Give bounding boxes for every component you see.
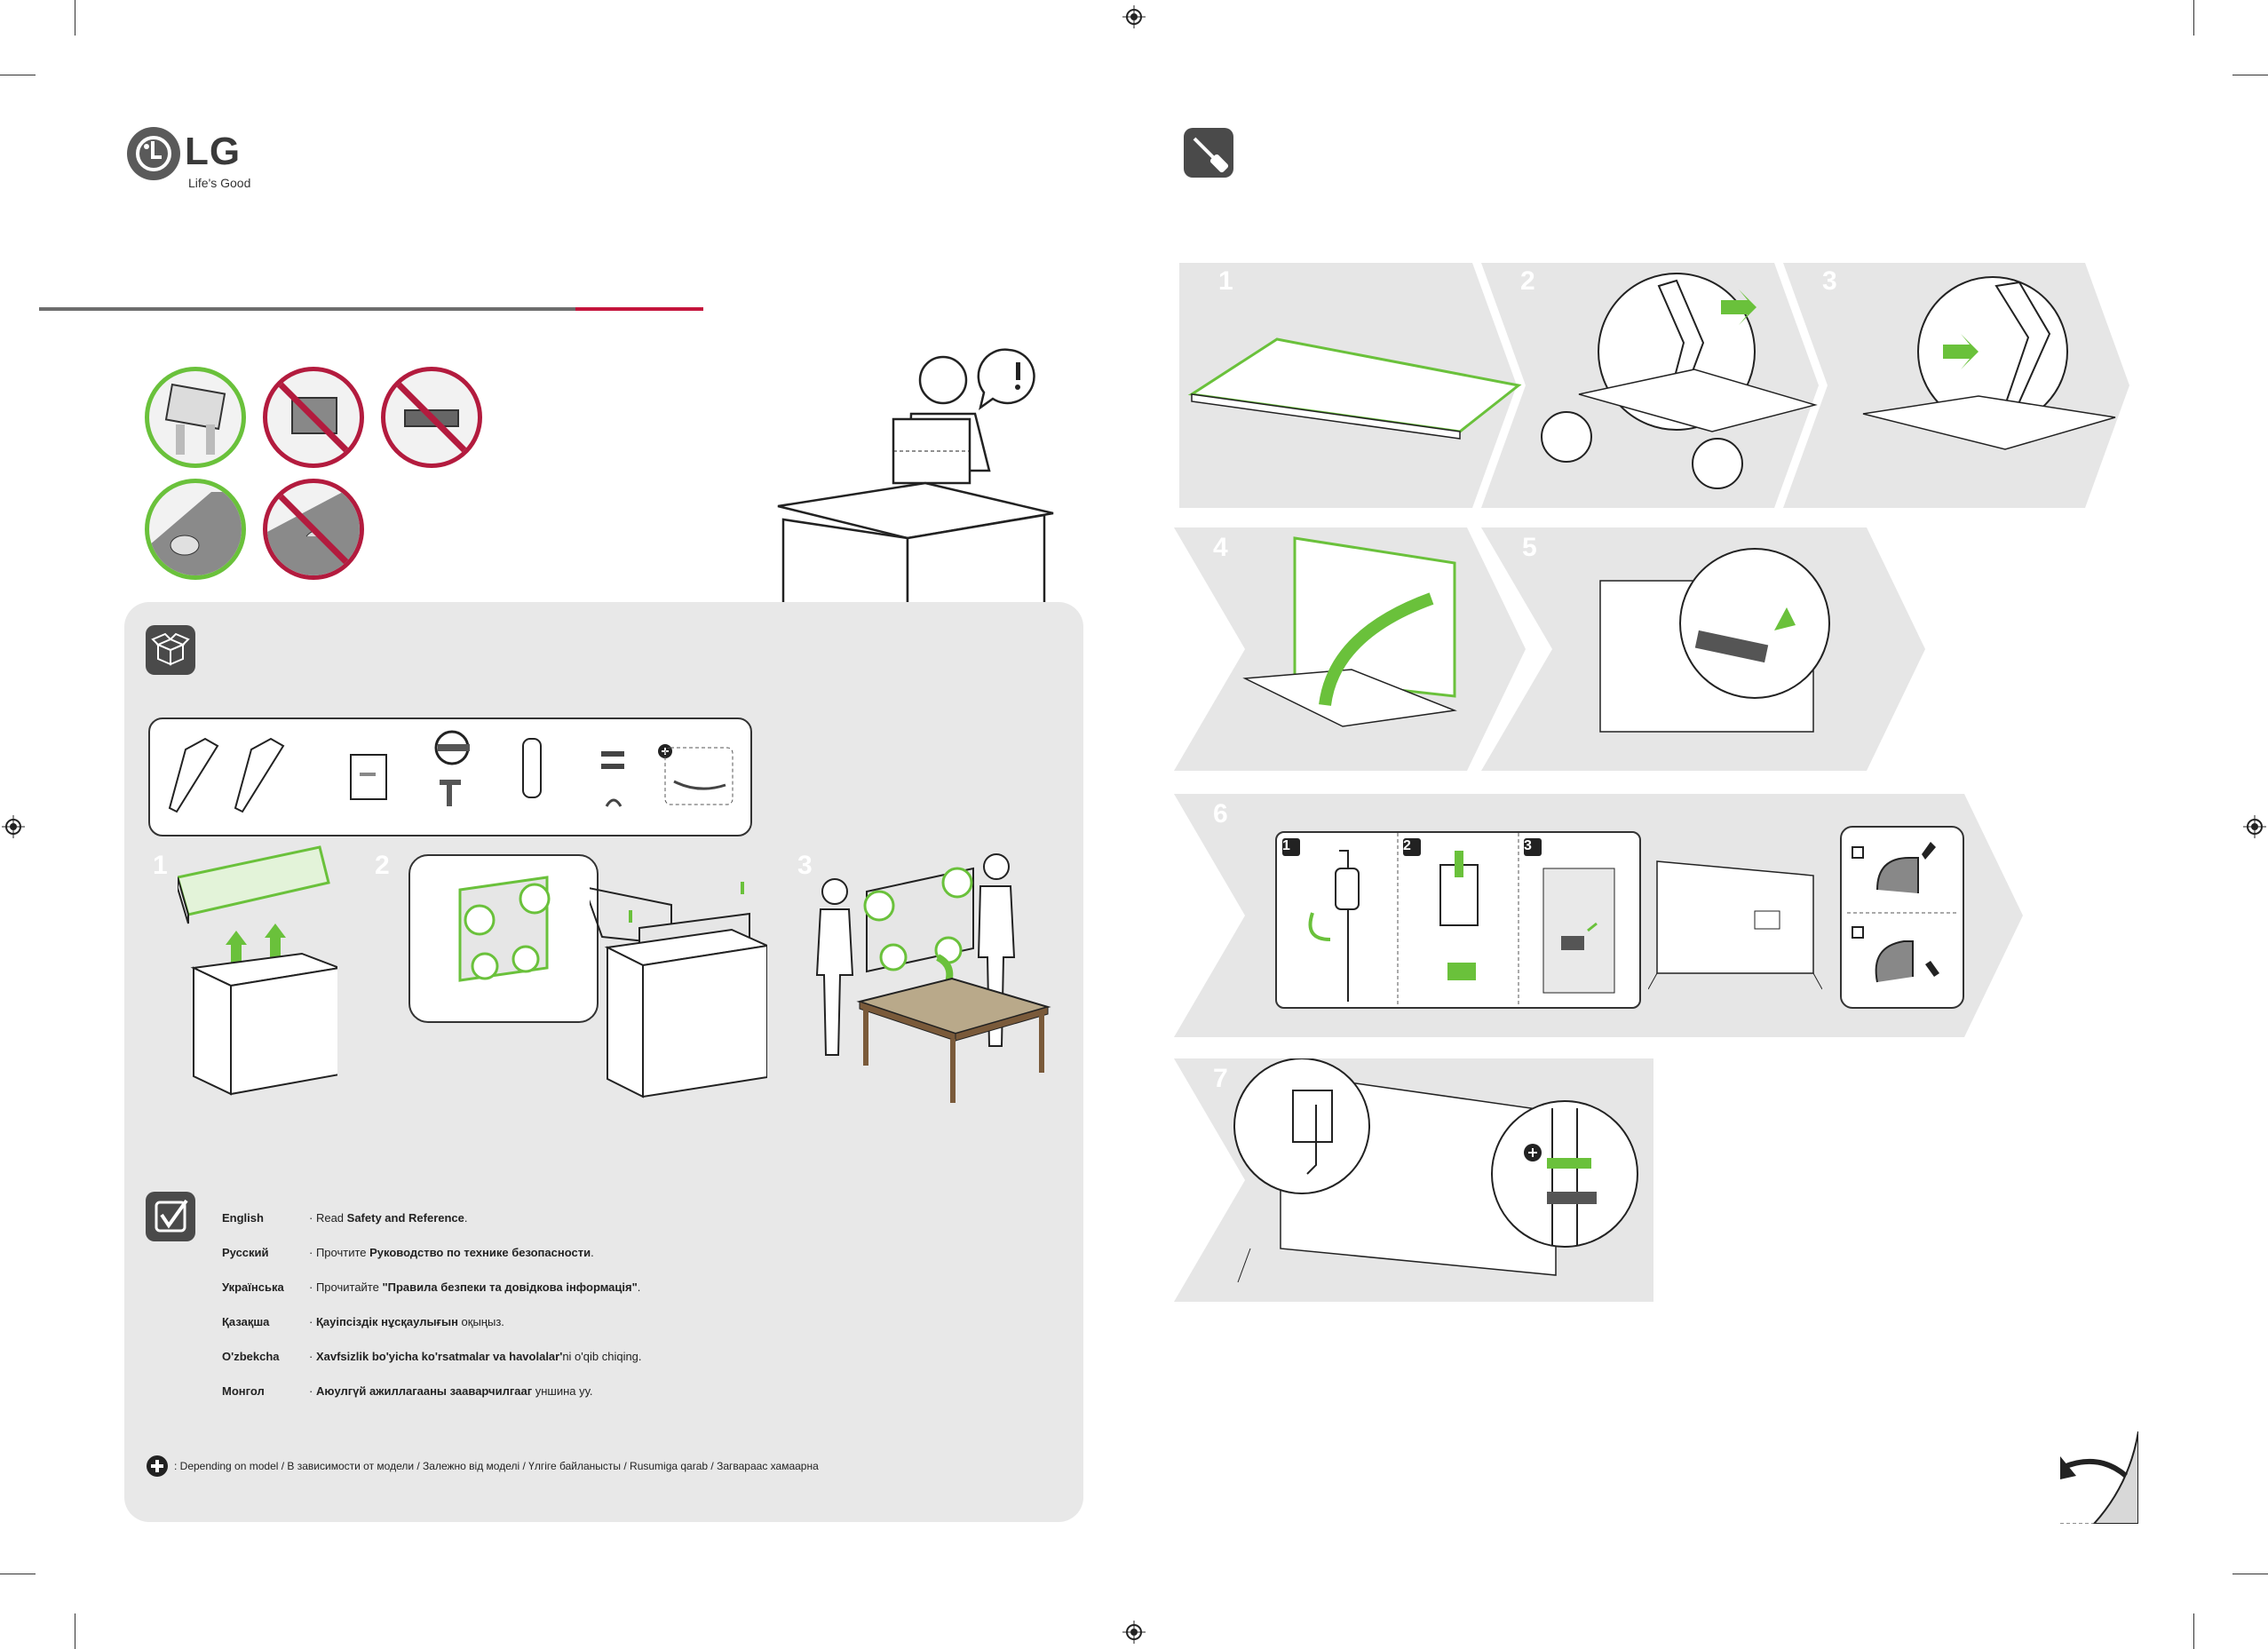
cable-substep-1: 1 (1282, 838, 1290, 853)
lift-tv-from-box-illustration (590, 882, 767, 1098)
correct-grip-illustration (145, 479, 246, 580)
checklist-icon (146, 1192, 195, 1241)
unpack-step-1: 1 (153, 851, 168, 880)
language-instruction: · Прочитайте "Правила безпеки та довідко… (309, 1280, 641, 1294)
plus-circle-icon (147, 1455, 168, 1477)
assembly-step-7: 7 (1213, 1064, 1228, 1093)
language-instruction: · Қауіпсіздік нұсқаулығын оқыңыз. (309, 1315, 504, 1328)
assembly-step-2: 2 (1520, 266, 1535, 296)
model-note: : Depending on model / В зависимости от … (174, 1460, 819, 1472)
unpack-step-2: 2 (375, 851, 390, 880)
remove-accessories-illustration (178, 845, 337, 1096)
language-instruction: · Прочтите Руководство по технике безопа… (309, 1246, 594, 1259)
incorrect-carry-illustration (263, 367, 364, 468)
language-name: O'zbekcha (222, 1350, 280, 1363)
brand-tagline: Life's Good (188, 176, 251, 190)
assembly-step-4: 4 (1213, 533, 1228, 562)
assembly-row-1 (1179, 263, 2129, 508)
brand-name: LG (185, 130, 242, 173)
registration-mark-bottom (1122, 1621, 1146, 1644)
registration-mark-top (1122, 5, 1146, 28)
incorrect-grip-illustration (263, 479, 364, 580)
assembly-step-1: 1 (1218, 266, 1233, 296)
language-name: Українська (222, 1280, 284, 1294)
correct-carry-illustration (145, 367, 246, 468)
language-instruction: · Read Safety and Reference. (309, 1211, 468, 1225)
box-open-icon (146, 625, 195, 675)
language-name: English (222, 1211, 264, 1225)
header-rule (39, 307, 575, 311)
cable-clip-panel (1275, 831, 1641, 1009)
assembly-row-7 (1174, 1058, 1653, 1302)
cable-substep-2: 2 (1403, 838, 1411, 853)
assembly-step-6: 6 (1213, 799, 1228, 828)
cable-substep-3: 3 (1524, 838, 1532, 853)
registration-mark-left (2, 815, 25, 838)
language-instruction: · Аюулгүй ажиллагааны зааварчилгааг унши… (309, 1384, 593, 1398)
clip-lock-panel (1840, 826, 1964, 1009)
assembly-row-2 (1174, 527, 1925, 771)
parts-box (148, 717, 752, 836)
assembly-step-5: 5 (1522, 533, 1537, 562)
registration-mark-right (2243, 815, 2266, 838)
language-instruction: · Xavfsizlik bo'yicha ko'rsatmalar va ha… (309, 1350, 642, 1363)
lift-tv-callout (408, 854, 599, 1023)
crop-mark (2193, 1613, 2194, 1649)
included-parts-illustration (168, 730, 734, 813)
incorrect-lift-illustration (381, 367, 482, 468)
unpack-step-3: 3 (797, 851, 813, 880)
page-curl-icon[interactable] (2058, 1431, 2138, 1524)
language-name: Русский (222, 1246, 269, 1259)
place-on-table-illustration (815, 853, 1051, 1103)
language-name: Монгол (222, 1384, 265, 1398)
crop-mark (2193, 0, 2194, 36)
language-name: Қазақша (222, 1315, 270, 1328)
lg-logo-icon (127, 127, 180, 180)
header-rule-accent (575, 307, 703, 311)
assembly-step-3: 3 (1822, 266, 1837, 296)
screwdriver-icon (1184, 128, 1233, 178)
tv-back-with-clip-illustration (1648, 860, 1822, 990)
